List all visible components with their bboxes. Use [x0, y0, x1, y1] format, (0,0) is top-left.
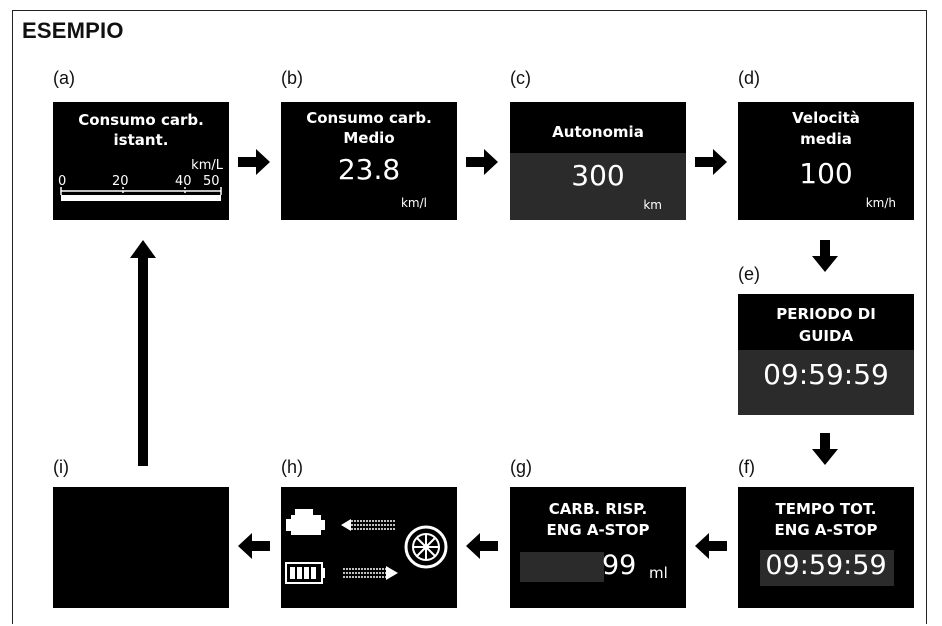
left-dashed-arrow-icon — [341, 519, 396, 531]
panel-a-line1: Consumo carb. — [78, 111, 204, 129]
panel-c-value-area — [510, 153, 686, 220]
arrow-right-c-d — [695, 149, 727, 175]
panel-fuel-saved: CARB. RISP. ENG A-STOP 99 ml — [510, 487, 686, 608]
panel-average-consumption: Consumo carb. Medio 23.8 km/l — [281, 102, 457, 220]
label-g: (g) — [510, 457, 532, 477]
diagram-title: ESEMPIO — [22, 18, 124, 43]
label-d: (d) — [738, 68, 760, 88]
panel-blank — [53, 487, 229, 608]
panel-g-line1: CARB. RISP. — [548, 500, 648, 518]
panel-a-line2: istant. — [113, 131, 169, 149]
panel-c-unit: km — [643, 198, 662, 212]
panel-driving-time: PERIODO DI GUIDA 09:59:59 — [738, 294, 914, 415]
label-a: (a) — [53, 68, 75, 88]
panel-d-value: 100 — [799, 157, 853, 190]
panel-total-engine-stop-time: TEMPO TOT. ENG A-STOP 09:59:59 — [738, 487, 914, 608]
panel-c-line1: Autonomia — [552, 123, 644, 141]
panel-energy-flow — [281, 487, 457, 608]
panel-instant-consumption: Consumo carb. istant. km/L 0 20 40 50 — [53, 102, 229, 220]
panel-f-line2: ENG A-STOP — [774, 521, 878, 539]
panel-b-line1: Consumo carb. — [306, 109, 432, 127]
label-e: (e) — [738, 264, 760, 284]
label-i: (i) — [53, 457, 69, 477]
panel-e-line1: PERIODO DI — [776, 305, 876, 323]
panel-range: Autonomia 300 km — [510, 102, 686, 220]
panel-c-value: 300 — [571, 159, 625, 192]
label-h: (h) — [281, 457, 303, 477]
panel-d-line1: Velocità — [792, 109, 860, 127]
panel-average-speed: Velocità media 100 km/h — [738, 102, 914, 220]
panel-e-value: 09:59:59 — [763, 358, 889, 391]
scale-tick-50: 50 — [203, 174, 220, 189]
panel-f-line1: TEMPO TOT. — [775, 500, 877, 518]
arrow-right-b-c — [466, 149, 498, 175]
label-c: (c) — [510, 68, 531, 88]
right-dashed-arrow-icon — [343, 566, 398, 580]
panel-d-unit: km/h — [865, 196, 896, 210]
panel-e-line2: GUIDA — [798, 327, 854, 345]
arrow-down-d-e — [812, 240, 838, 272]
panel-f-value-box — [760, 550, 894, 586]
panel-a-unit: km/L — [191, 158, 223, 173]
panel-b-unit: km/l — [400, 196, 427, 210]
arrow-left-g-h — [466, 533, 498, 559]
scale-tick-20: 20 — [112, 174, 129, 189]
panel-e-value-area — [738, 350, 914, 415]
scale-tick-40: 40 — [175, 174, 192, 189]
panel-b-value: 23.8 — [337, 153, 401, 186]
panel-g-value-bar — [520, 552, 604, 582]
engine-icon — [286, 509, 325, 535]
panel-f-value: 09:59:59 — [765, 550, 887, 581]
energy-flow-graphic — [285, 509, 448, 584]
arrow-left-h-i — [238, 533, 270, 559]
panel-b-line2: Medio — [343, 129, 395, 147]
consumption-scale-bar — [60, 187, 222, 201]
diagram-frame — [12, 10, 927, 624]
panel-g-unit: ml — [649, 564, 668, 582]
wheel-icon — [404, 525, 448, 569]
arrow-left-f-g — [695, 533, 727, 559]
label-b: (b) — [281, 68, 303, 88]
label-f: (f) — [738, 457, 755, 477]
battery-icon — [285, 562, 325, 584]
panel-g-line2: ENG A-STOP — [546, 521, 650, 539]
arrow-up-i-a — [130, 240, 156, 466]
panel-g-value: 99 — [602, 550, 637, 581]
panel-d-line2: media — [800, 130, 852, 148]
arrow-right-a-b — [238, 149, 270, 175]
arrow-down-e-f — [812, 433, 838, 465]
scale-tick-0: 0 — [58, 174, 67, 189]
